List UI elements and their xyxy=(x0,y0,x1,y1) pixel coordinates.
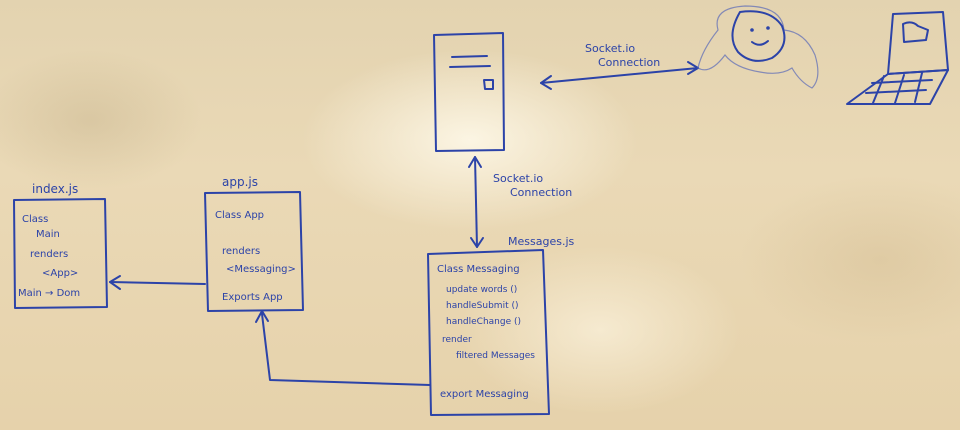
index-line-app: <App> xyxy=(42,268,78,279)
messages-line-class: Class Messaging xyxy=(437,264,520,275)
socket-label-top-line1: Socket.io xyxy=(585,42,635,55)
messages-line-render: render xyxy=(442,335,472,345)
person-face-icon xyxy=(697,5,819,89)
messages-filename: Messages.js xyxy=(508,235,574,248)
app-line-renders: renders xyxy=(222,246,260,257)
index-line-main: Main xyxy=(36,229,60,240)
app-line-messaging: <Messaging> xyxy=(226,264,296,275)
app-line-class: Class App xyxy=(215,210,264,221)
messages-line-filtered: filtered Messages xyxy=(456,351,535,361)
index-box-border xyxy=(13,198,108,309)
index-line-class: Class xyxy=(22,214,48,225)
messages-line-update: update words () xyxy=(446,285,517,295)
app-box-border xyxy=(204,191,304,312)
messages-line-submit: handleSubmit () xyxy=(446,301,518,311)
socket-label-mid-line1: Socket.io xyxy=(493,172,543,185)
index-line-main-dom: Main → Dom xyxy=(18,288,80,299)
socket-label-mid-line2: Connection xyxy=(510,186,572,199)
app-line-exports: Exports App xyxy=(222,292,283,303)
messages-box-border xyxy=(427,249,550,416)
socket-label-top-line2: Connection xyxy=(598,56,660,69)
messages-to-app-arrow xyxy=(255,310,431,386)
server-icon xyxy=(433,32,505,152)
index-filename: index.js xyxy=(32,182,78,196)
app-to-index-arrow xyxy=(109,275,206,290)
messages-line-change: handleChange () xyxy=(446,317,521,327)
index-line-renders: renders xyxy=(30,249,68,260)
app-filename: app.js xyxy=(222,175,258,189)
messages-line-export: export Messaging xyxy=(440,389,529,400)
server-messages-arrow xyxy=(468,156,484,248)
laptop-icon xyxy=(846,11,949,105)
